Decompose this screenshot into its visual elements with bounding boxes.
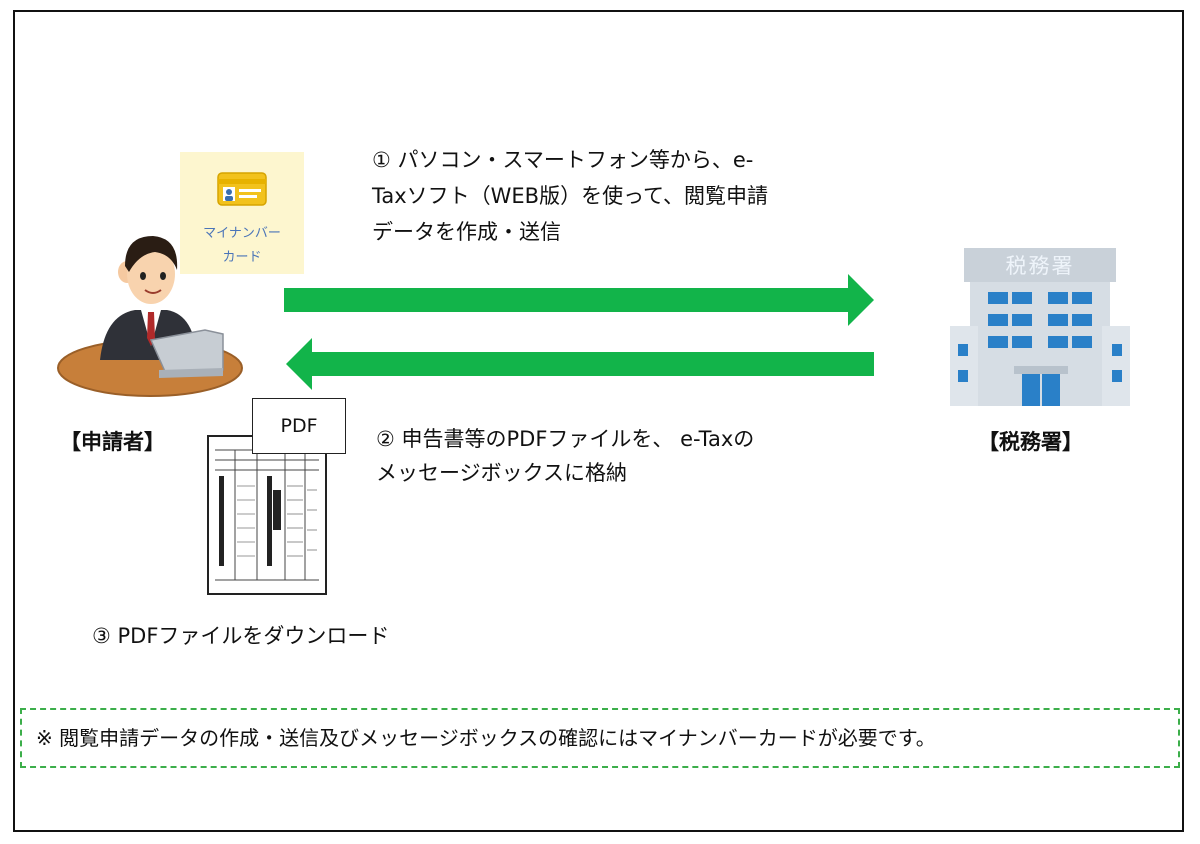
my-number-card: マイナンバー カード [180, 152, 304, 274]
step1-line3: データを作成・送信 [372, 220, 561, 244]
step3-text: ③ PDFファイルをダウンロード [92, 624, 390, 648]
card-label-line2: カード [222, 250, 262, 265]
step2-line1: ② 申告書等のPDFファイルを、 e-Taxの [376, 427, 755, 451]
applicant-label: 【申請者】 [60, 430, 165, 454]
id-card-icon [217, 172, 267, 206]
step1-line1: ① パソコン・スマートフォン等から、e- [372, 148, 754, 172]
office-sign: 税務署 [1005, 254, 1075, 278]
hair [125, 236, 178, 272]
tax-office-building: 税務署 [950, 248, 1130, 408]
card-label-line1: マイナンバー [203, 226, 281, 241]
pdf-tab: PDF [252, 398, 346, 454]
arrow-left-to-applicant [286, 338, 874, 390]
necktie [147, 312, 155, 346]
office-label: 【税務署】 [978, 430, 1083, 454]
step2-line2: メッセージボックスに格納 [376, 461, 627, 485]
note-text: ※ 閲覧申請データの作成・送信及びメッセージボックスの確認にはマイナンバーカード… [36, 726, 936, 750]
applicant-illustration [57, 236, 243, 397]
arrows [284, 274, 874, 390]
arrow-right-to-office [284, 274, 874, 326]
step1-line2: Taxソフト（WEB版）を使って、閲覧申請 [372, 184, 768, 208]
note-box [20, 708, 1180, 768]
tax-return-document [207, 435, 327, 595]
diagram-frame [13, 10, 1184, 832]
